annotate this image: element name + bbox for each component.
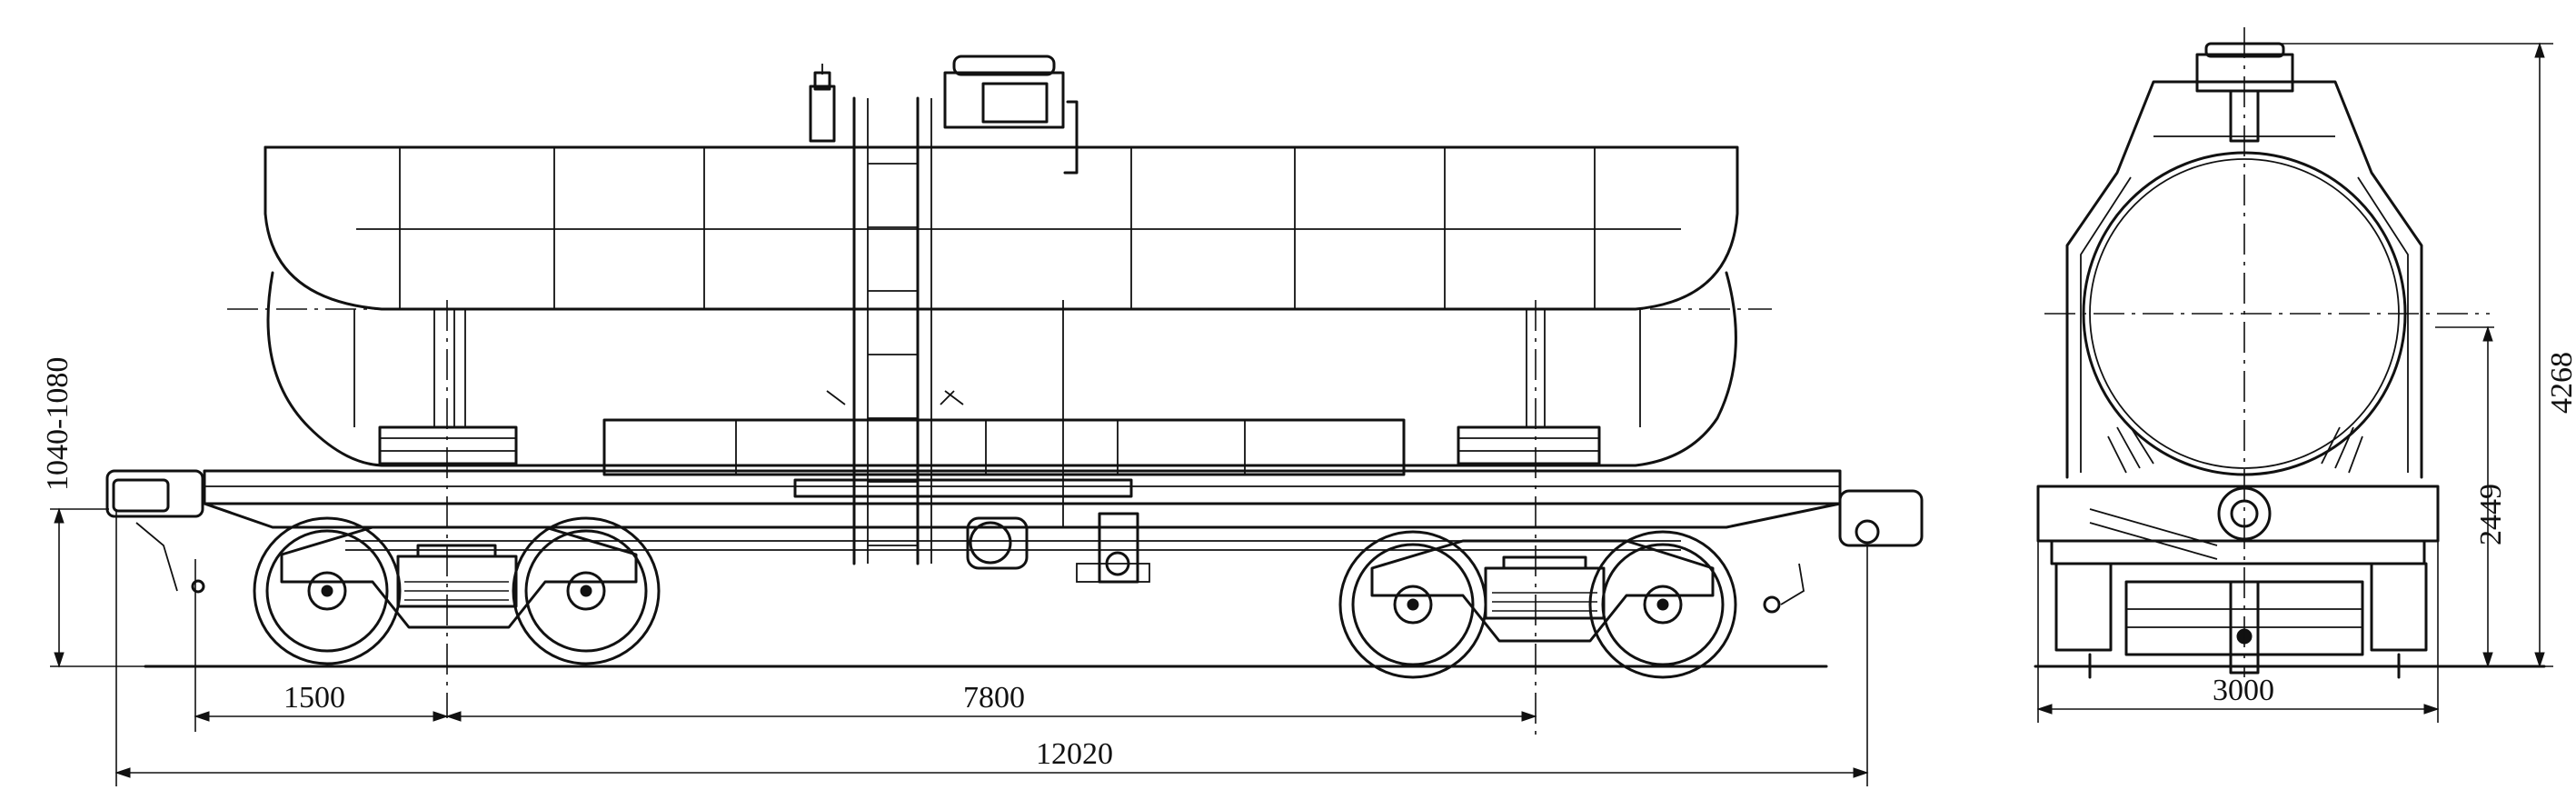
side-dimensions: 1040-1080 1500 7800 12020 xyxy=(41,357,1869,786)
tank-body xyxy=(264,145,1739,476)
left-coupler xyxy=(105,469,205,594)
overall-height-label: 4268 xyxy=(2545,352,2576,414)
side-view xyxy=(105,55,1924,741)
axis-height-label: 2449 xyxy=(2474,484,2508,545)
brake-equipment xyxy=(966,512,1150,584)
tank-supports xyxy=(378,309,1601,465)
bogie-overhang-label: 1500 xyxy=(283,681,345,715)
bogie-base-label: 7800 xyxy=(963,681,1025,715)
rear-bogie xyxy=(1338,530,1737,679)
tank-dome xyxy=(789,55,1079,175)
coupler-height-label: 1040-1080 xyxy=(41,357,75,491)
right-coupler xyxy=(1763,489,1924,614)
end-view xyxy=(2034,27,2546,679)
underframe xyxy=(203,300,1842,551)
ladder xyxy=(826,96,964,565)
width-label: 3000 xyxy=(2213,674,2274,707)
end-frame xyxy=(2036,426,2440,565)
end-dimensions: 4268 2449 3000 xyxy=(2036,42,2576,723)
end-bogie xyxy=(2054,562,2428,679)
length-over-couplers-label: 12020 xyxy=(1036,737,1113,771)
front-bogie xyxy=(253,516,661,665)
